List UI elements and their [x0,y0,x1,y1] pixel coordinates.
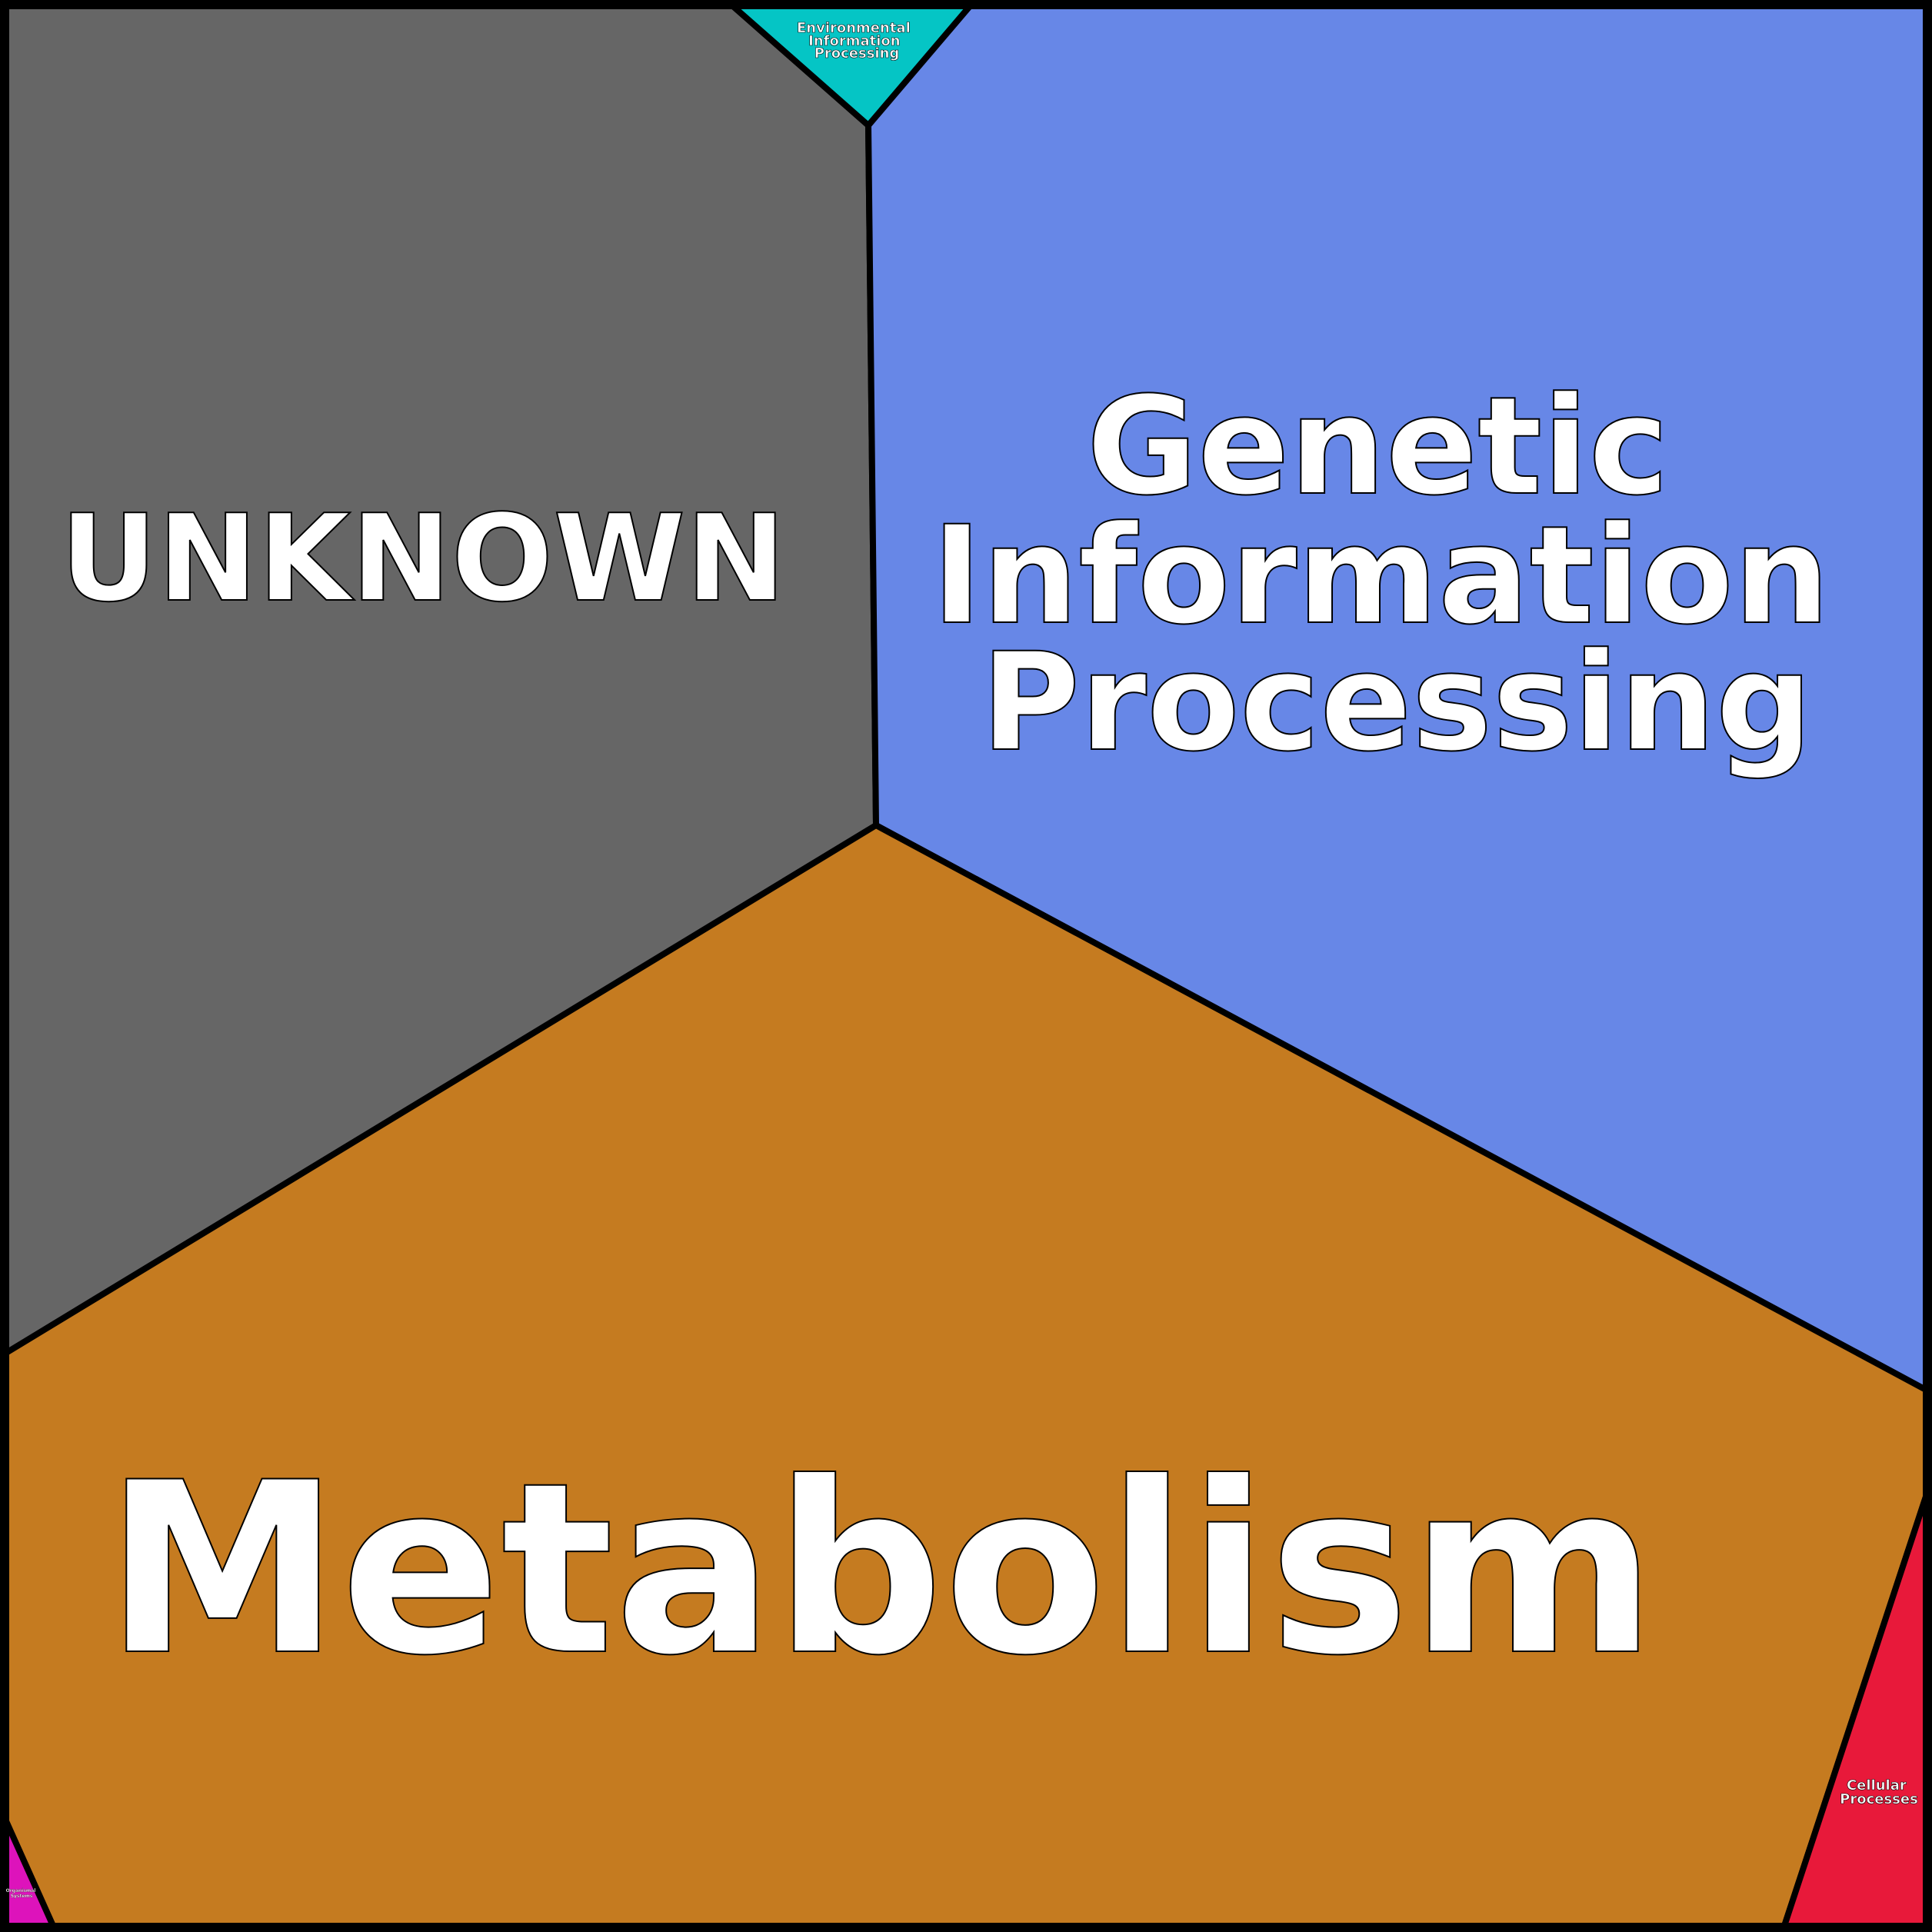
label-cellular: Cellular Processes [1840,1777,1918,1807]
label-unknown: UNKNOWN [60,488,786,628]
label-organismal: Organismal Systems [6,1888,38,1899]
label-environmental: Environmental Information Processing [797,20,915,62]
label-metabolism: Metabolism [105,1431,1657,1707]
label-genetic: Genetic Information Processing [931,368,1877,781]
